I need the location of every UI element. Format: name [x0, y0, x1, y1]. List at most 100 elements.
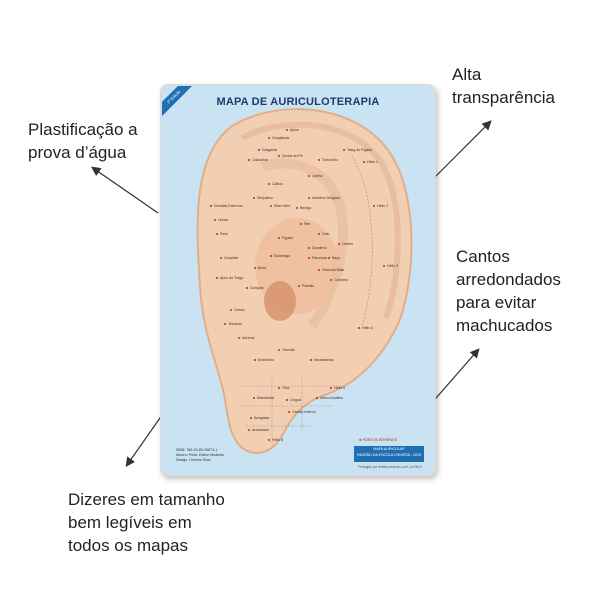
acupoint-label: Calcanhar: [252, 158, 269, 162]
acupoint-label: Coração: [250, 286, 264, 290]
acupoint-dot: [278, 155, 281, 158]
acupoint-label: Joelho: [312, 174, 323, 178]
acupoint-label: Ouvido Interno: [292, 410, 316, 414]
acupoint-label: Occipital: [224, 256, 238, 260]
acupoint-label: Hélix 5: [334, 386, 345, 390]
acupoint-dot: [308, 175, 311, 178]
ear-canal: [264, 281, 296, 321]
acupoint-label: Língua: [290, 398, 301, 402]
acupoint-label: Testículo: [228, 322, 243, 326]
acupoint-dot: [270, 205, 273, 208]
callout-alta-line-2: transparência: [452, 88, 556, 107]
callout-cantos-arredondados: Cantos arredondados para evitar machucad…: [456, 245, 561, 337]
arrow-plastificacao: [91, 166, 159, 214]
acupoint-label: Bexiga: [300, 206, 311, 210]
acupoint-label: Hélix 6: [272, 438, 283, 442]
acupoint-dot: [318, 269, 321, 272]
acupoint-label: Dedos do Pé: [282, 154, 303, 158]
helix-divider: [351, 155, 373, 327]
isbn-line-2: Autora: Profa. Elaine Modesto: [176, 453, 224, 457]
acupoint-label: Neurastenia: [314, 358, 334, 362]
acupoint-dot: [250, 417, 253, 420]
acupoint-label: Rim: [304, 222, 311, 226]
acupoint-label: Hélix 3: [387, 264, 398, 268]
acupoint-dot: [216, 233, 219, 236]
acupoint-dot: [310, 359, 313, 362]
brand-line-1: MAPA AURICULAR: [373, 447, 405, 451]
acupoint-label: Baço: [332, 256, 341, 260]
acupoint-label: Pâncreas: [312, 256, 328, 260]
acupoint-dot: [238, 337, 241, 340]
acupoint-dot: [268, 137, 271, 140]
acupoint-label: Estômago: [274, 254, 291, 258]
acupoint-dot: [216, 277, 219, 280]
acupoint-dot: [224, 323, 227, 326]
acupoint-label: Hélix 4: [362, 326, 373, 330]
acupoint-dot: [308, 197, 311, 200]
acupoint-dot: [363, 161, 366, 164]
acupoint-label: Ganglionar: [272, 136, 290, 140]
helix-rim: [240, 121, 401, 320]
acupoint-label: Ciático: [272, 182, 283, 186]
callout-dizeres-line-2: bem legíveis em: [68, 513, 192, 532]
callout-dizeres-line-3: todos os mapas: [68, 536, 189, 555]
arrow-alta: [431, 120, 492, 181]
acupoint-dot: [308, 247, 311, 250]
acupoint-dot: [318, 233, 321, 236]
acupoint-label: Adrenal: [242, 336, 255, 340]
acupoint-dot: [358, 327, 361, 330]
acupoint-label: Uretra: [218, 218, 228, 222]
acupoint-dot: [343, 149, 346, 152]
poster-title: MAPA DE AURICULOTERAPIA: [216, 96, 380, 108]
acupoint-label: Ovário: [234, 308, 245, 312]
acupoint-dot: [373, 205, 376, 208]
acupoint-dot: [318, 159, 321, 162]
brand-line-2: PADRÃO DA ESCOLA CHINESA - 2015: [356, 453, 422, 457]
acupoint-dot: [308, 257, 311, 260]
acupoint-dot: [286, 399, 289, 402]
acupoint-dot: [288, 411, 291, 414]
acupoint-dot: [220, 257, 223, 260]
acupoint-dot: [230, 309, 233, 312]
acupoint-label: Simpático: [257, 196, 273, 200]
acupoint-label: Hélix 1: [367, 160, 378, 164]
acupoint-label: Boca: [258, 266, 267, 270]
acupoint-label: Olho: [282, 386, 290, 390]
acupoint-label: Garganta: [262, 148, 277, 152]
callout-cantos-line-4: machucados: [456, 316, 553, 335]
acupoint-dot: [300, 223, 303, 226]
acupoint-label: Nervo Auditivo: [320, 396, 344, 400]
acupoint-dot: [286, 129, 289, 132]
acupoint-label: Ápice: [290, 128, 299, 132]
acupoint-dot: [214, 219, 217, 222]
acupoint-label: Ansiedade: [252, 428, 269, 432]
acupoint-dot: [278, 237, 281, 240]
acupoint-label: Endócrino: [258, 358, 275, 362]
ear-illustration: [196, 108, 413, 454]
arrow-cantos: [429, 348, 480, 406]
acupoint-dot: [270, 255, 273, 258]
acupoint-label: Mandíbula: [257, 396, 274, 400]
callout-cantos-line-3: para evitar: [456, 293, 537, 312]
acupoint-dot: [253, 197, 256, 200]
acupoint-label: Hélix 2: [377, 204, 388, 208]
acupoint-label: Reto: [220, 232, 228, 236]
acupoint-label: Pulmão: [302, 284, 315, 288]
acupoint-label: Colo: [322, 232, 330, 236]
acupoint-dot: [246, 287, 249, 290]
acupoint-label: Ombro: [342, 242, 353, 246]
acupoint-dot: [253, 397, 256, 400]
callout-dizeres: Dizeres em tamanho bem legíveis em todos…: [68, 488, 225, 557]
isbn-block: ISBN: 789-20-80-25674-1 Autora: Profa. E…: [176, 448, 224, 463]
acupoint-dot: [278, 387, 281, 390]
acupoint-dot: [248, 159, 251, 162]
acupoint-dot: [330, 387, 333, 390]
acupoint-dot: [316, 397, 319, 400]
acupoint-dot: [296, 207, 299, 210]
brand-box: MAPA AURICULAR PADRÃO DA ESCOLA CHINESA …: [354, 446, 424, 462]
acupoint-dot: [268, 439, 271, 442]
acupoint-label: Genitais Externos: [214, 204, 243, 208]
acupoint-dot: [258, 149, 261, 152]
callout-plastificacao-line-1: Plastificação a: [28, 120, 138, 139]
